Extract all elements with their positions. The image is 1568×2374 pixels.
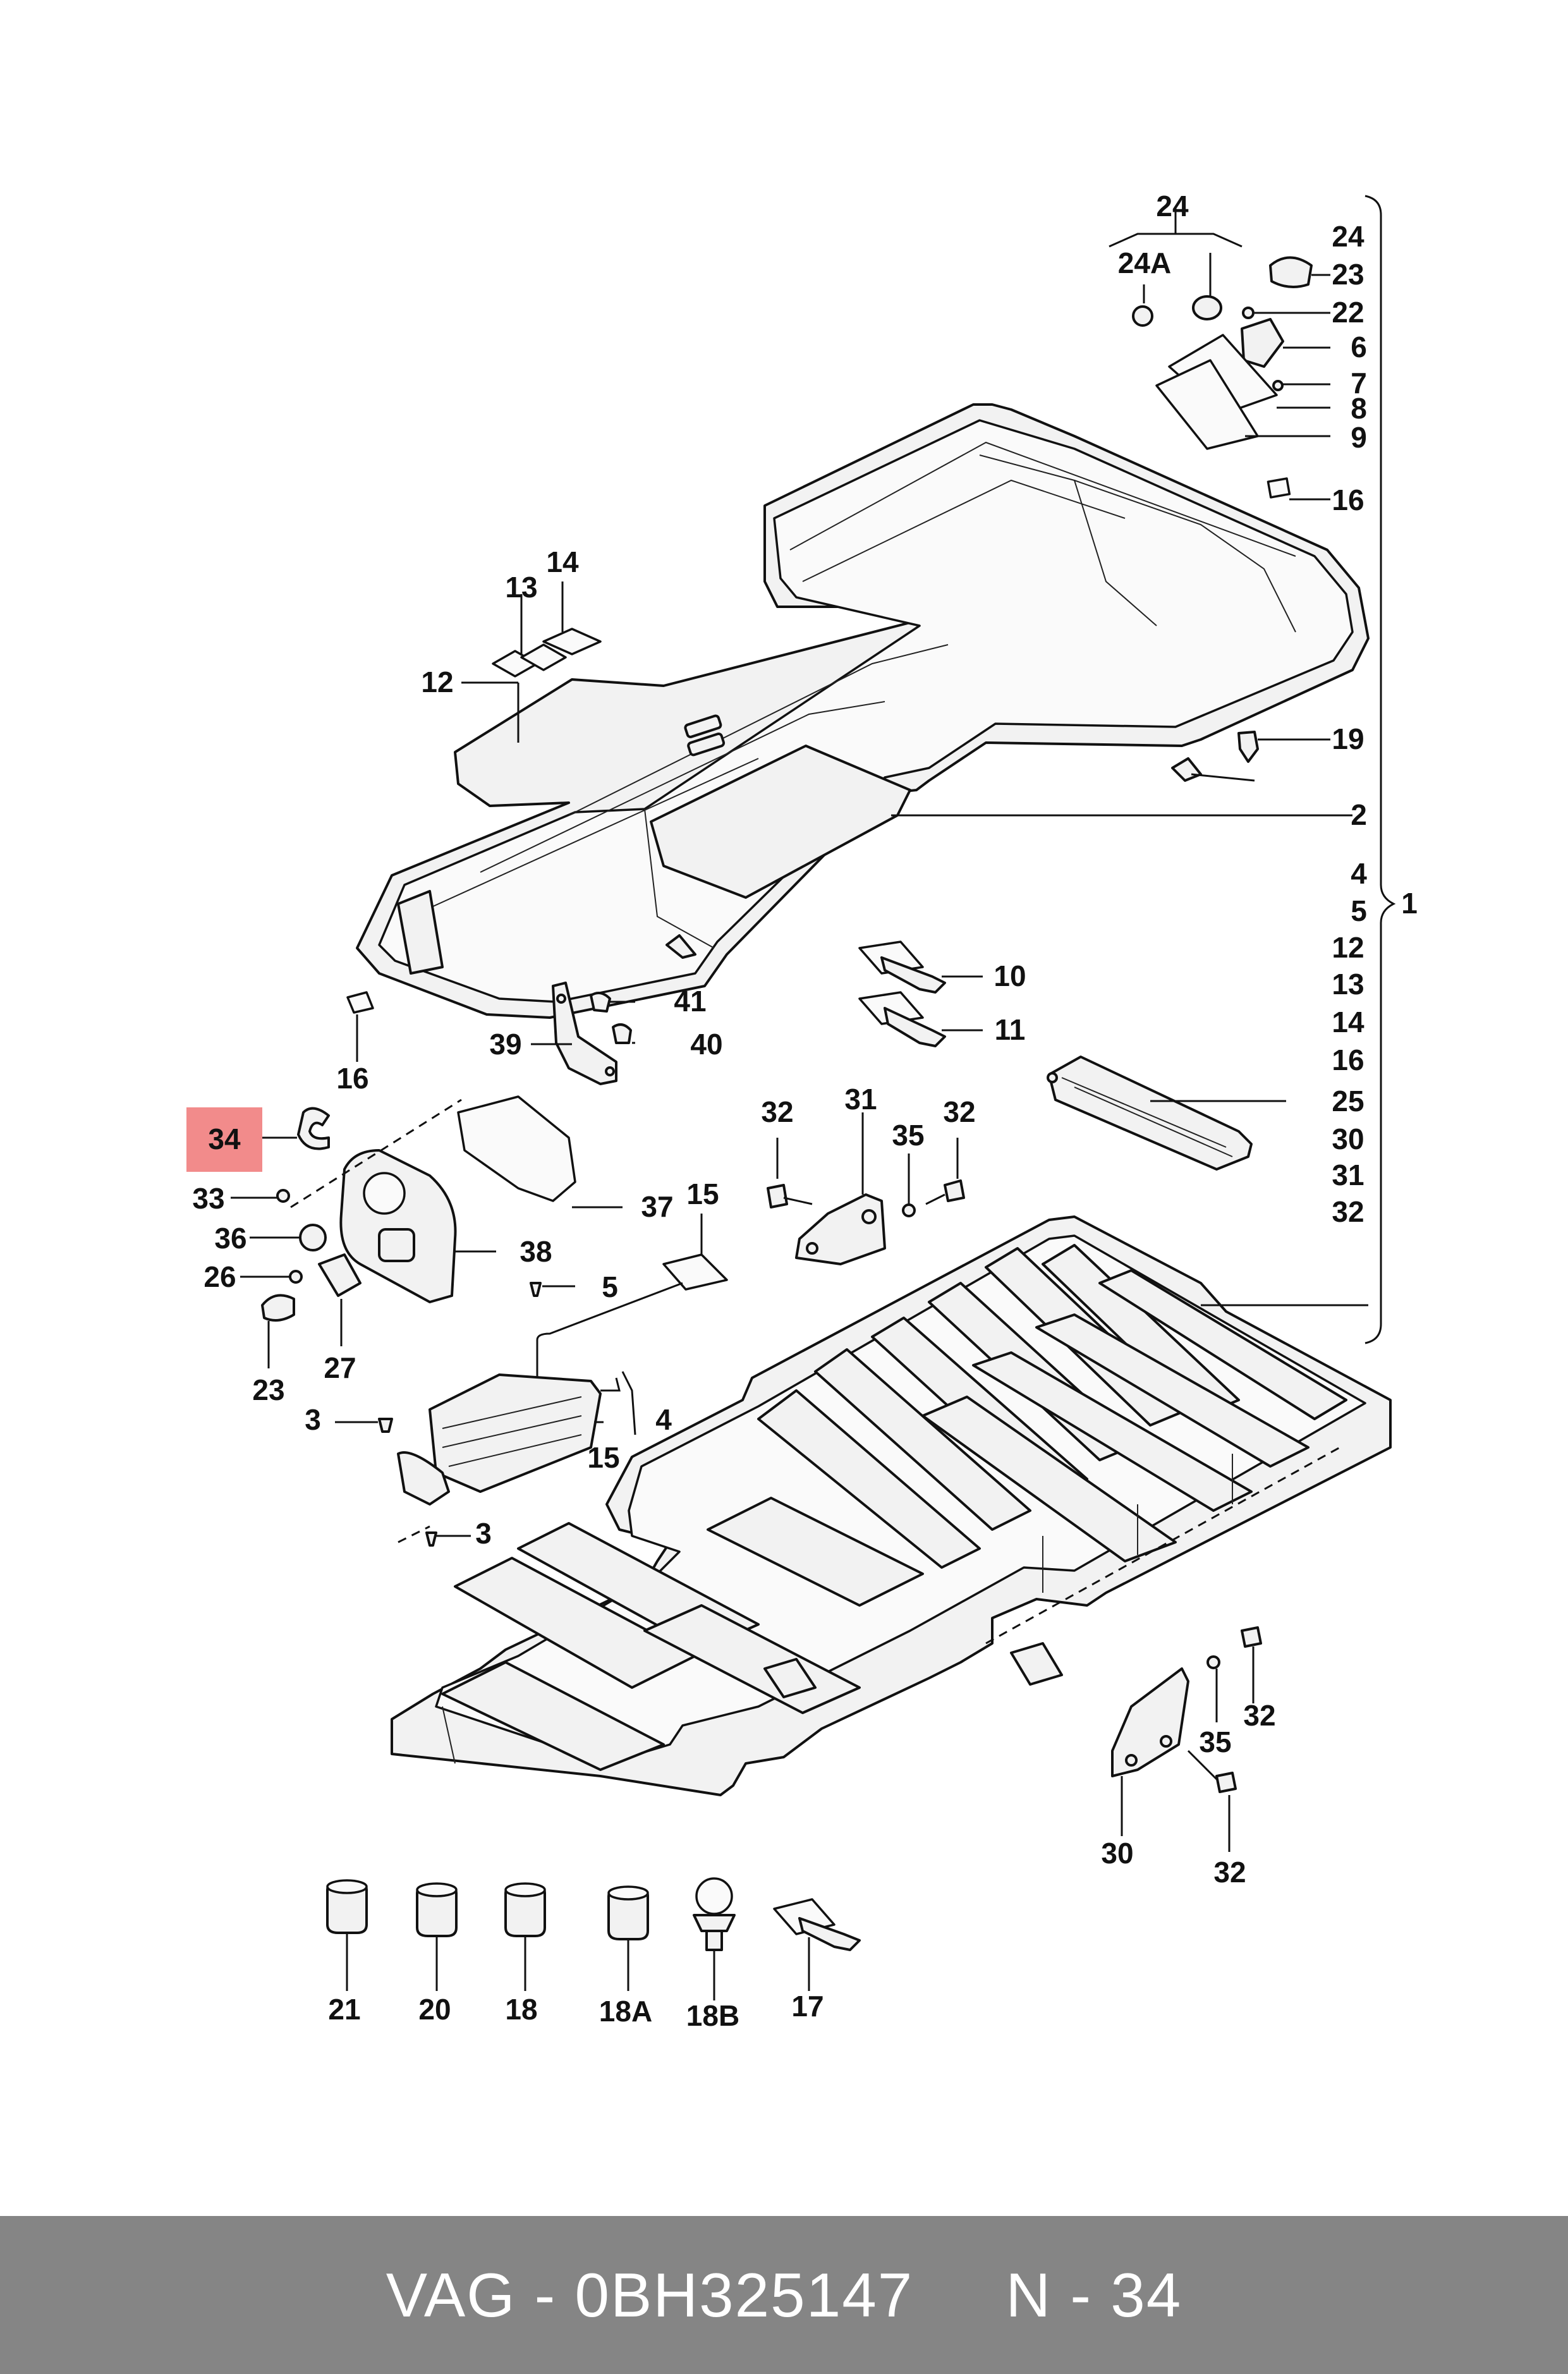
label-15-mid: 15 xyxy=(686,1178,719,1210)
clamp-23-left xyxy=(261,1294,295,1322)
connector-6 xyxy=(1241,318,1284,368)
group-label-12: 12 xyxy=(1332,931,1364,964)
label-41: 41 xyxy=(674,985,706,1018)
clip-34 xyxy=(297,1107,330,1150)
clamp-23 xyxy=(1269,256,1313,288)
label-38: 38 xyxy=(520,1235,552,1268)
label-18a: 18A xyxy=(599,1995,652,2028)
gasket-37 xyxy=(457,1095,576,1202)
label-13-top: 13 xyxy=(505,571,537,604)
label-32-a: 32 xyxy=(761,1095,793,1128)
group-label-14: 14 xyxy=(1332,1006,1364,1038)
label-37: 37 xyxy=(641,1190,673,1223)
label-3-a: 3 xyxy=(305,1403,321,1436)
top-connector-parts xyxy=(1109,209,1330,501)
label-35-b: 35 xyxy=(1199,1726,1231,1758)
bracket-31 xyxy=(767,1112,965,1265)
label-36: 36 xyxy=(214,1222,246,1255)
label-24-top: 24 xyxy=(1156,190,1189,222)
label-9: 9 xyxy=(1351,421,1367,454)
label-3-b: 3 xyxy=(475,1517,492,1550)
label-30: 30 xyxy=(1101,1837,1133,1870)
label-32-b: 32 xyxy=(943,1095,975,1128)
label-6: 6 xyxy=(1351,331,1367,363)
label-20: 20 xyxy=(418,1993,451,2026)
label-35-a: 35 xyxy=(892,1119,924,1152)
group-label-32: 32 xyxy=(1332,1195,1364,1228)
label-40: 40 xyxy=(690,1028,722,1061)
part-number-text: VAG - 0BH325147 N - 34 xyxy=(386,2260,1182,2330)
label-23-left: 23 xyxy=(252,1373,284,1406)
battery-tray xyxy=(391,1215,1392,1796)
label-32-c: 32 xyxy=(1243,1699,1275,1732)
group-bracket xyxy=(1364,195,1396,1344)
callout-labels: 24 24 24A 23 22 6 7 8 9 16 14 13 12 19 2… xyxy=(192,190,1417,2032)
group-label-30: 30 xyxy=(1332,1123,1364,1155)
label-10: 10 xyxy=(994,959,1026,992)
label-32-d: 32 xyxy=(1213,1856,1246,1889)
label-24a: 24A xyxy=(1118,247,1171,279)
label-26: 26 xyxy=(204,1260,236,1293)
group-label-31: 31 xyxy=(1332,1159,1364,1191)
bracket-39 xyxy=(552,982,617,1085)
label-21: 21 xyxy=(328,1993,360,2026)
label-1: 1 xyxy=(1401,887,1418,920)
label-23-top: 23 xyxy=(1332,258,1364,291)
hose-parts xyxy=(346,940,983,1085)
highlight-box xyxy=(186,1107,262,1172)
label-15-low: 15 xyxy=(587,1441,619,1474)
left-valve-parts xyxy=(231,1095,623,1368)
label-31: 31 xyxy=(844,1083,877,1116)
label-16-top: 16 xyxy=(1332,484,1364,516)
label-17: 17 xyxy=(791,1990,824,2023)
label-19: 19 xyxy=(1332,722,1364,755)
label-14-top: 14 xyxy=(546,545,579,578)
control-unit xyxy=(335,1282,683,1547)
label-2: 2 xyxy=(1351,798,1367,831)
label-18b: 18B xyxy=(686,1999,739,2032)
label-5: 5 xyxy=(602,1270,618,1303)
label-7: 7 xyxy=(1351,367,1367,399)
label-27: 27 xyxy=(324,1351,356,1384)
label-16-left: 16 xyxy=(336,1062,368,1095)
part-number-footer: VAG - 0BH325147 N - 34 xyxy=(0,2216,1568,2374)
module-25 xyxy=(1047,1056,1286,1171)
label-18: 18 xyxy=(505,1993,537,2026)
parts-diagram: 24 24 24A 23 22 6 7 8 9 16 14 13 12 19 2… xyxy=(186,190,1418,2032)
ring-24a xyxy=(1132,305,1153,327)
label-12-top: 12 xyxy=(421,666,453,698)
label-8: 8 xyxy=(1351,392,1367,425)
label-22: 22 xyxy=(1332,296,1364,329)
pad-15 xyxy=(662,1253,728,1291)
label-34: 34 xyxy=(208,1123,241,1155)
label-11: 11 xyxy=(995,1013,1026,1046)
label-33: 33 xyxy=(192,1182,224,1215)
bottom-bushings xyxy=(326,1877,861,2000)
bracket-30 xyxy=(1111,1626,1262,1852)
label-4: 4 xyxy=(655,1403,672,1436)
group-label-16: 16 xyxy=(1332,1044,1364,1076)
group-label-13: 13 xyxy=(1332,968,1364,1001)
group-label-4: 4 xyxy=(1351,857,1367,890)
label-24-right: 24 xyxy=(1332,220,1364,253)
group-label-5: 5 xyxy=(1351,894,1367,927)
connector-27 xyxy=(318,1253,362,1297)
battery-upper-cover xyxy=(356,403,1370,1019)
cap-24 xyxy=(1192,295,1222,320)
group-label-25: 25 xyxy=(1332,1085,1364,1117)
label-39: 39 xyxy=(489,1028,521,1061)
